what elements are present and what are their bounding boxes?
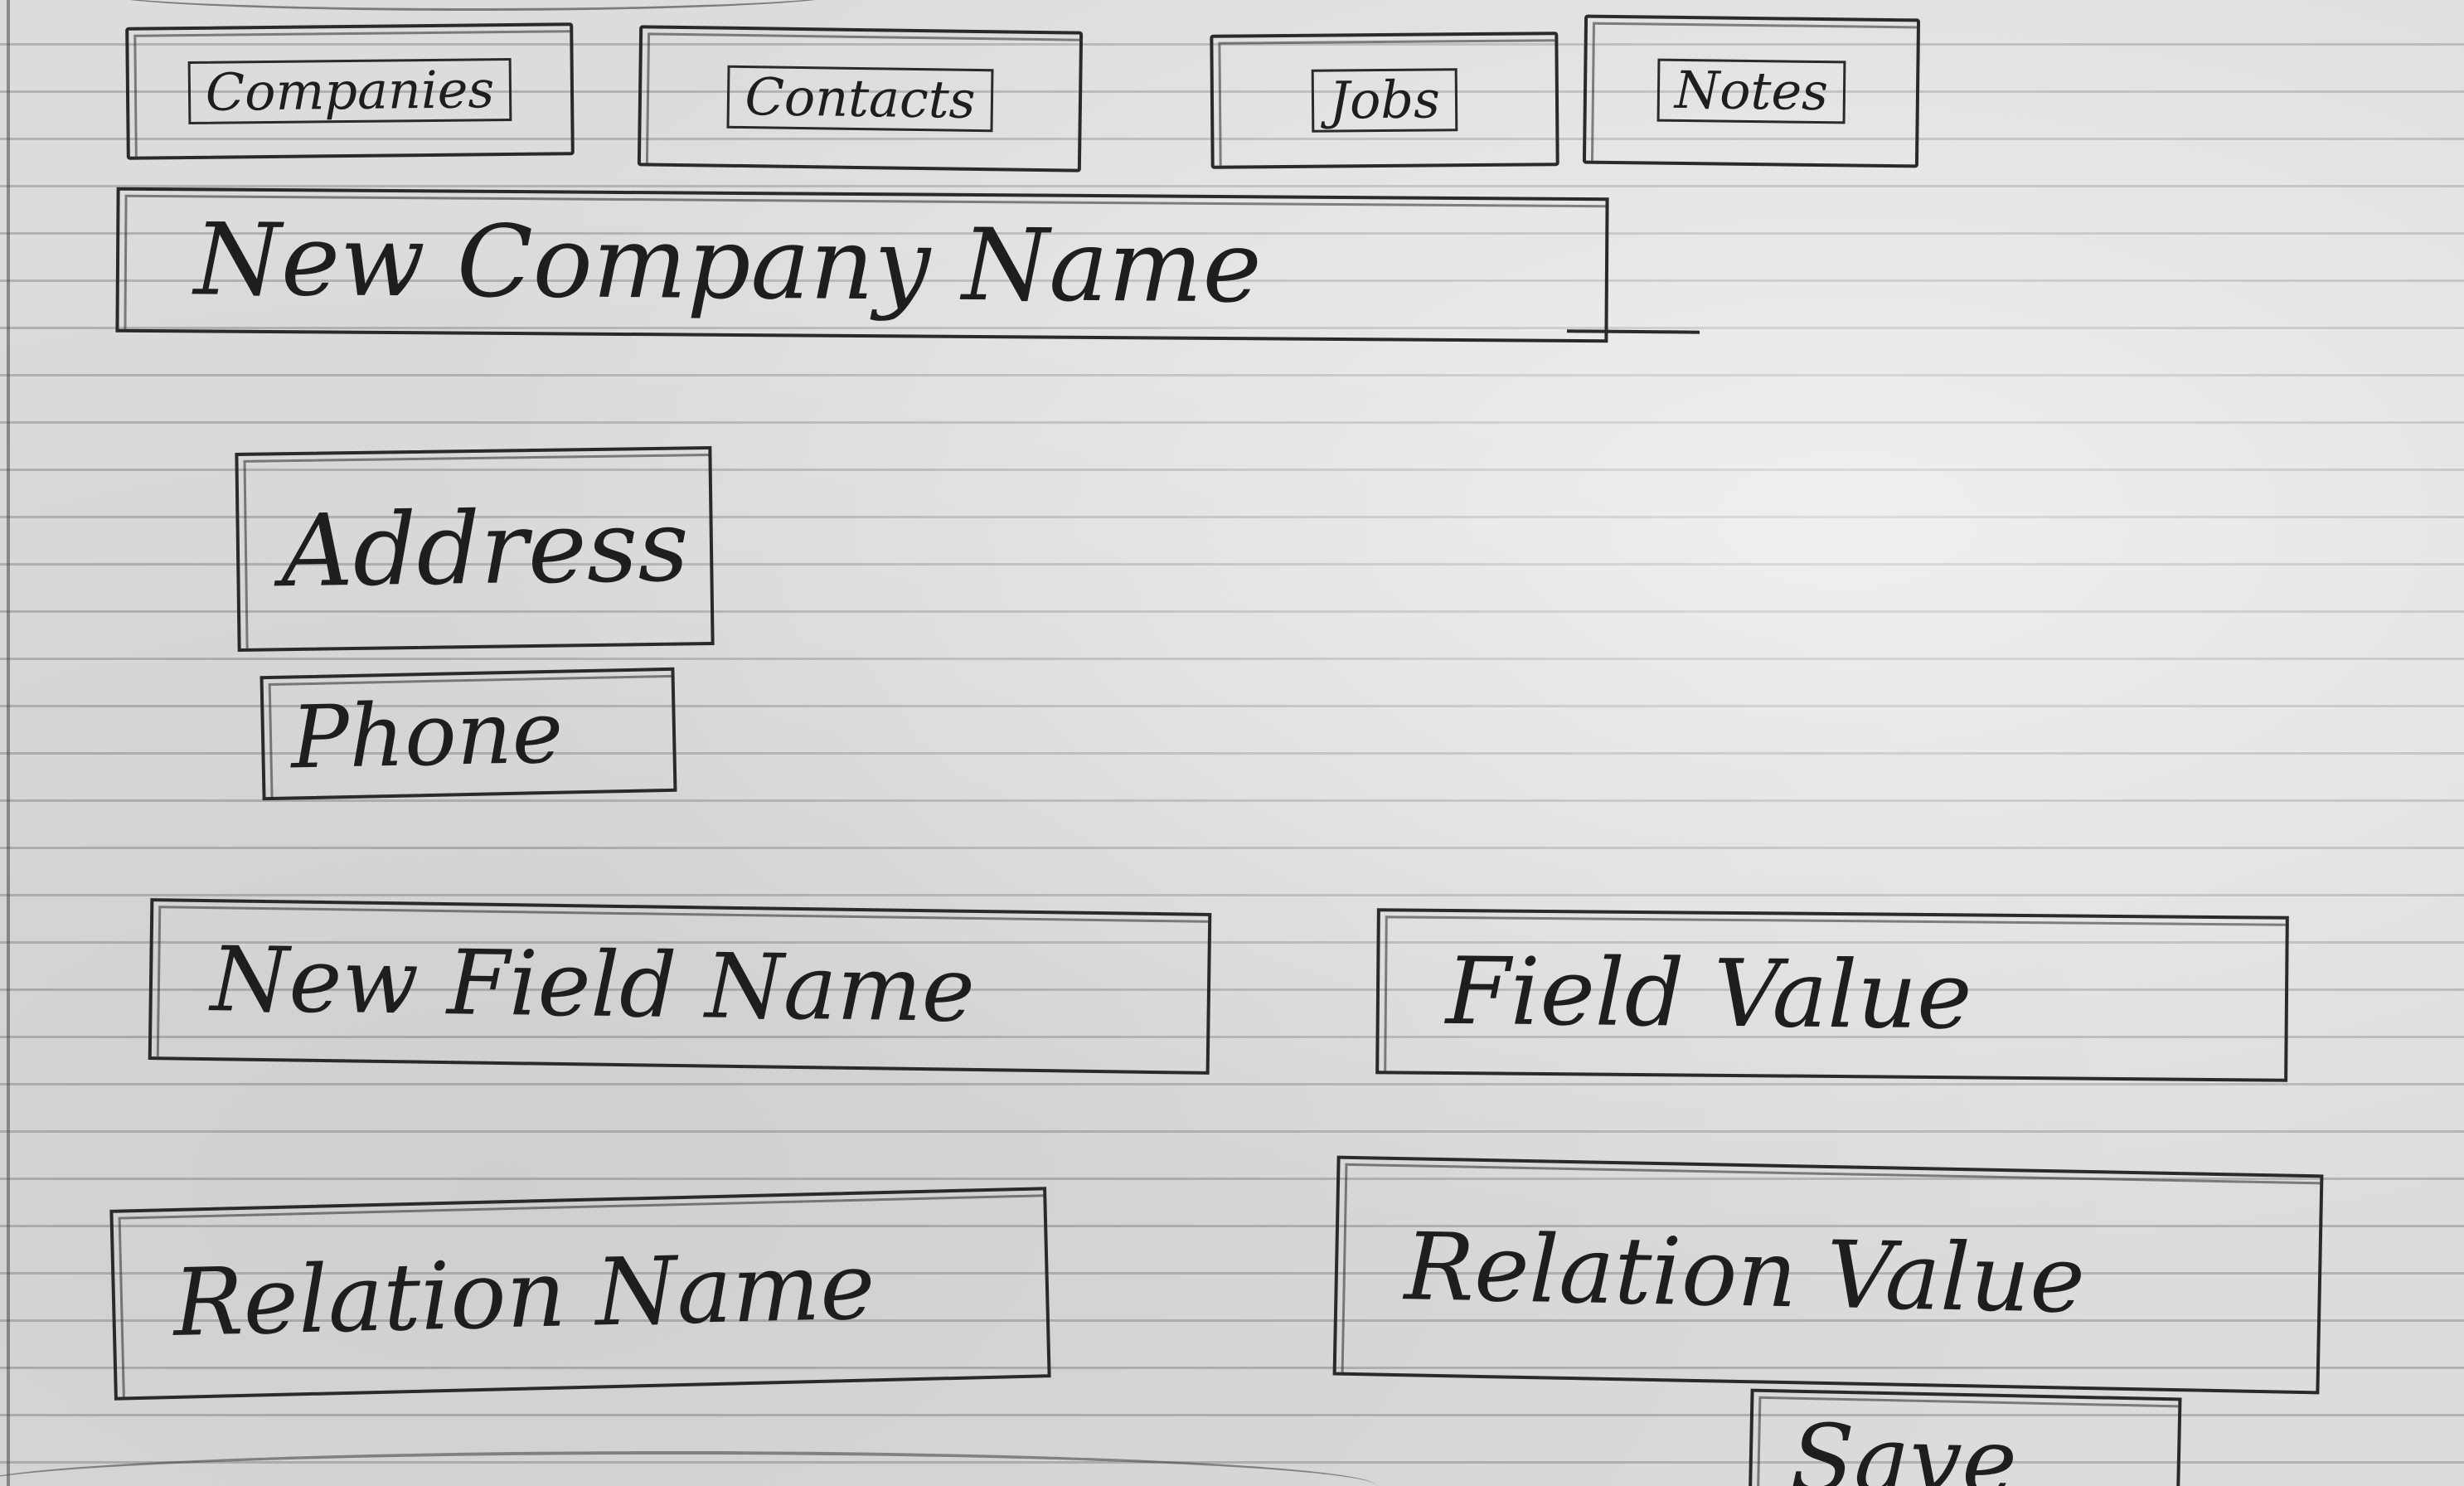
new-field-name-placeholder: New Field Name — [210, 928, 976, 1042]
save-button[interactable]: Save — [1748, 1388, 2182, 1486]
margin-line — [7, 0, 10, 1486]
relation-name-input[interactable]: Relation Name — [109, 1187, 1051, 1401]
sketch-stroke — [99, 0, 846, 11]
phone-field[interactable]: Phone — [259, 667, 677, 801]
relation-value-placeholder: Relation Value — [1403, 1212, 2087, 1334]
relation-value-input[interactable]: Relation Value — [1332, 1155, 2324, 1395]
sketch-stroke — [0, 1451, 1376, 1486]
tab-label: Companies — [187, 57, 512, 125]
tab-jobs[interactable]: Jobs — [1210, 32, 1559, 169]
address-label: Address — [280, 488, 690, 609]
tab-label: Notes — [1656, 58, 1846, 124]
tab-contacts[interactable]: Contacts — [637, 25, 1084, 172]
field-value-placeholder: Field Value — [1445, 937, 1973, 1051]
address-field[interactable]: Address — [235, 445, 715, 653]
tab-companies[interactable]: Companies — [125, 22, 575, 160]
company-name-placeholder: New Company Name — [193, 202, 1263, 326]
tab-notes[interactable]: Notes — [1582, 14, 1921, 168]
field-value-input[interactable]: Field Value — [1375, 908, 2289, 1082]
relation-name-placeholder: Relation Name — [172, 1232, 876, 1357]
phone-label: Phone — [289, 681, 565, 789]
new-field-name-input[interactable]: New Field Name — [148, 898, 1212, 1075]
tab-label: Jobs — [1311, 68, 1458, 133]
company-name-input[interactable]: New Company Name — [115, 187, 1609, 343]
save-label: Save — [1789, 1404, 2019, 1486]
tab-label: Contacts — [726, 65, 994, 133]
